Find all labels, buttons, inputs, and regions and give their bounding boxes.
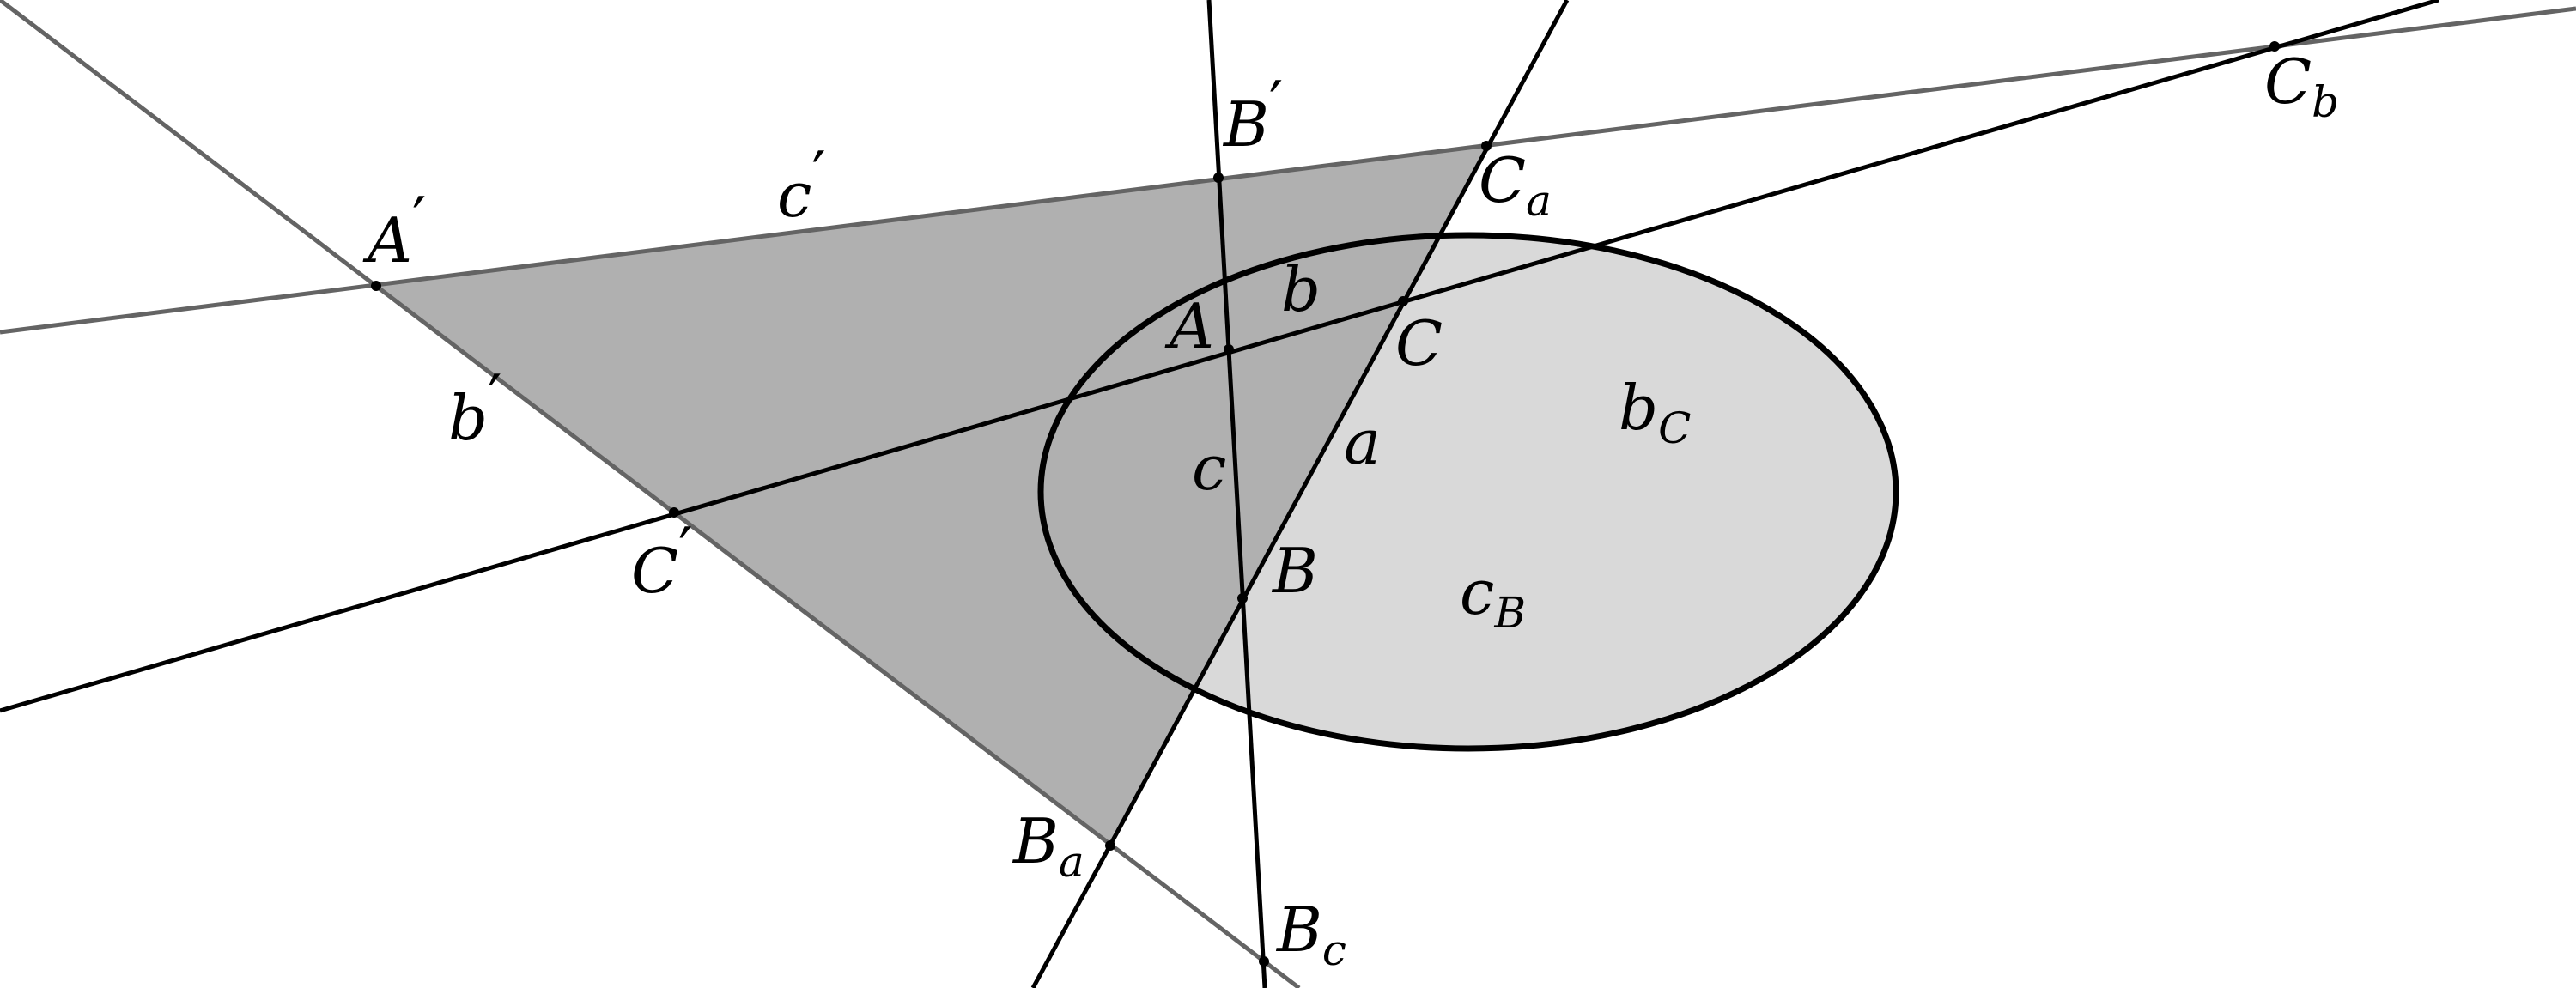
label-C-b: Cb	[2264, 45, 2339, 127]
label-B-c: Bc	[1275, 894, 1346, 975]
point-B	[1237, 593, 1248, 603]
label-C-prime: C′	[631, 514, 692, 607]
line-a	[1030, 0, 1570, 988]
points	[371, 41, 2280, 967]
line-b	[0, 0, 2439, 713]
point-A-prime	[371, 281, 381, 291]
point-Cb	[2269, 41, 2280, 52]
point-Ca	[1481, 141, 1492, 151]
label-c-prime: c′	[777, 138, 826, 231]
label-b-prime: b′	[448, 361, 501, 454]
point-C-prime	[669, 507, 679, 518]
label-c: c	[1192, 432, 1226, 504]
point-C	[1398, 296, 1408, 306]
label-a: a	[1344, 406, 1381, 478]
label-B: B	[1271, 535, 1318, 607]
point-Ba	[1105, 840, 1115, 851]
label-B-a: Ba	[1012, 805, 1084, 887]
line-b-prime	[0, 0, 1301, 988]
point-B-prime	[1213, 173, 1224, 183]
label-b: b	[1281, 253, 1321, 325]
triangle-region	[376, 146, 1486, 846]
ellipse-outline	[1037, 232, 1899, 752]
label-c-B: cB	[1460, 556, 1526, 638]
line-c	[1206, 0, 1267, 988]
line-c-prime	[0, 6, 2576, 335]
point-Bc	[1259, 956, 1269, 967]
label-C-a: Ca	[1479, 144, 1552, 226]
label-b-C: bC	[1619, 372, 1691, 453]
label-A-prime: A′	[362, 184, 426, 276]
label-A: A	[1164, 290, 1214, 362]
label-C: C	[1395, 307, 1443, 379]
point-A	[1224, 344, 1234, 355]
label-B-prime: B′	[1222, 68, 1283, 161]
